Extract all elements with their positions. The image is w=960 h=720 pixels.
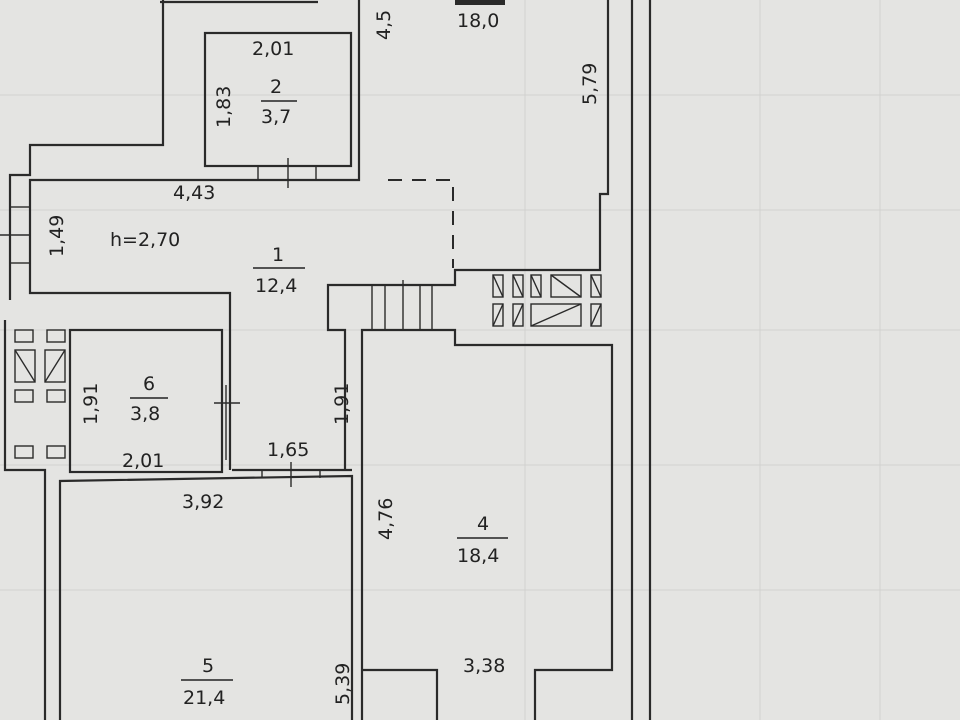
dim-corridor-width: 1,65	[267, 439, 309, 461]
room-2-door	[257, 165, 317, 181]
room-6-number: 6	[143, 373, 155, 395]
ventilation-ducts-left	[14, 329, 66, 459]
dim-room3-right: 5,79	[579, 63, 601, 105]
room-6-area: 3,8	[130, 403, 160, 425]
room-1-number: 1	[272, 244, 284, 266]
dim-room5-height: 5,39	[332, 663, 354, 705]
dim-room6-height: 1,91	[80, 383, 102, 425]
stairs	[371, 280, 433, 331]
room-4-number: 4	[477, 513, 489, 535]
ceiling-height: h=2,70	[110, 229, 180, 251]
labels: 4,5 18,0 5,79 2,01 1,83 2 3,7 4,43 1,49 …	[46, 10, 601, 709]
dim-room1-width: 4,43	[173, 182, 215, 204]
dim-room2-height: 1,83	[213, 86, 235, 128]
room-2-number: 2	[270, 76, 282, 98]
room-4-area: 18,4	[457, 545, 499, 567]
dim-corridor-height: 1,91	[331, 383, 353, 425]
dim-room3-left: 4,5	[373, 10, 395, 40]
dim-room5-width: 3,92	[182, 491, 224, 513]
dim-room4-height: 4,76	[375, 498, 397, 540]
dim-room2-width: 2,01	[252, 38, 294, 60]
dim-room6-width: 2,01	[122, 450, 164, 472]
dim-room4-width: 3,38	[463, 655, 505, 677]
room-3-area: 18,0	[457, 10, 499, 32]
ventilation-ducts	[492, 274, 602, 327]
room-6-outline	[68, 328, 224, 474]
room-5-number: 5	[202, 655, 214, 677]
room-1-area: 12,4	[255, 275, 297, 297]
room-2-area: 3,7	[261, 106, 291, 128]
dim-room1-height: 1,49	[46, 215, 68, 257]
room-5-area: 21,4	[183, 687, 225, 709]
walls	[0, 0, 652, 720]
